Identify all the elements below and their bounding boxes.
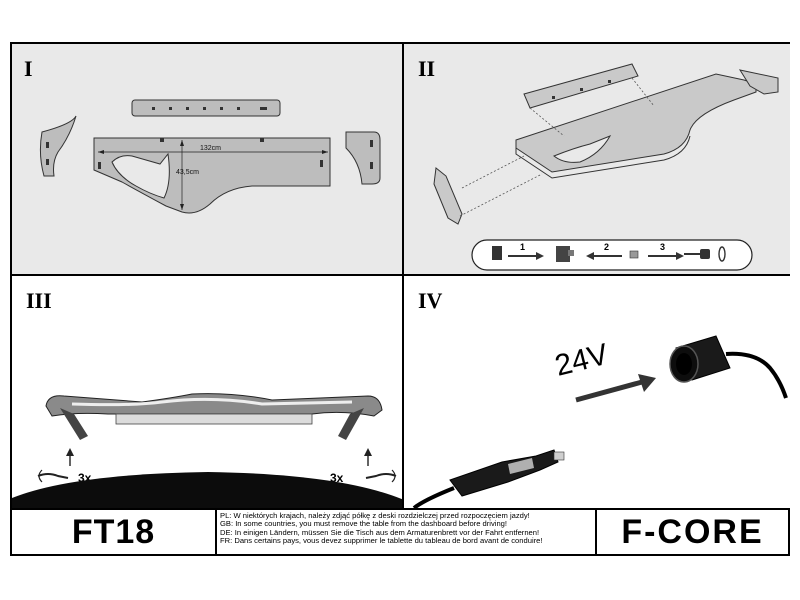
step-3-label: 3 bbox=[660, 242, 665, 252]
step-2-label: 2 bbox=[604, 242, 609, 252]
mounting-diagram: 3x 3x bbox=[12, 393, 402, 508]
step-1-label: 1 bbox=[520, 242, 525, 252]
rail-slots bbox=[152, 107, 267, 110]
step-numeral: III bbox=[26, 288, 52, 313]
height-dimension-label: 43,5cm bbox=[176, 169, 199, 176]
note-fr: FR: Dans certains pays, vous devez suppr… bbox=[220, 537, 543, 546]
instruction-sheet: I 132cm 43,5cm bbox=[10, 42, 790, 556]
tray-cutout bbox=[111, 152, 170, 199]
car-plug bbox=[449, 449, 559, 497]
shelf-assembly bbox=[45, 393, 383, 417]
left-screw-icon bbox=[37, 473, 69, 479]
note-pl: PL: W niektórych krajach, należy zdjąć p… bbox=[220, 512, 530, 520]
side-bracket-part bbox=[433, 167, 463, 225]
right-support bbox=[338, 408, 364, 440]
panel-step-2: II bbox=[404, 44, 790, 276]
connect-arrow bbox=[575, 379, 643, 403]
left-bracket-part bbox=[39, 115, 77, 177]
brand-logo: F-CORE bbox=[595, 510, 788, 554]
model-number: FT18 bbox=[12, 510, 217, 554]
brand-name: F-CORE bbox=[621, 513, 764, 551]
safety-notes: PL: W niektórych krajach, należy zdjąć p… bbox=[217, 512, 595, 554]
left-support bbox=[60, 408, 88, 440]
assembly-diagram: 1 2 3 bbox=[433, 63, 779, 271]
footer-bar: FT18 PL: W niektórych krajach, należy zd… bbox=[12, 508, 788, 554]
tray-end-bracket bbox=[738, 69, 779, 95]
panel-step-3: III 3x 3x bbox=[12, 276, 404, 508]
shelf-bar bbox=[115, 413, 313, 425]
parts-layout-diagram: 132cm 43,5cm bbox=[39, 99, 381, 214]
step-numeral: IV bbox=[418, 288, 443, 313]
panel-step-1: I 132cm 43,5cm bbox=[12, 44, 404, 276]
note-gb: GB: In some countries, you must remove t… bbox=[220, 520, 508, 529]
step-numeral: I bbox=[24, 56, 33, 81]
rail-part bbox=[523, 63, 639, 109]
panel-step-4: IV 24V bbox=[404, 276, 790, 508]
dashboard-surface bbox=[12, 472, 402, 508]
voltage-label: 24V bbox=[552, 338, 612, 383]
width-dimension-label: 132cm bbox=[200, 145, 221, 152]
right-bracket-part bbox=[345, 131, 381, 185]
note-de: DE: In einigen Ländern, müssen Sie die T… bbox=[220, 528, 540, 537]
right-screw-icon bbox=[365, 473, 397, 479]
tray-3d-cutout bbox=[553, 135, 612, 163]
step-numeral: II bbox=[418, 56, 436, 81]
power-connection-diagram: 24V bbox=[412, 335, 788, 508]
